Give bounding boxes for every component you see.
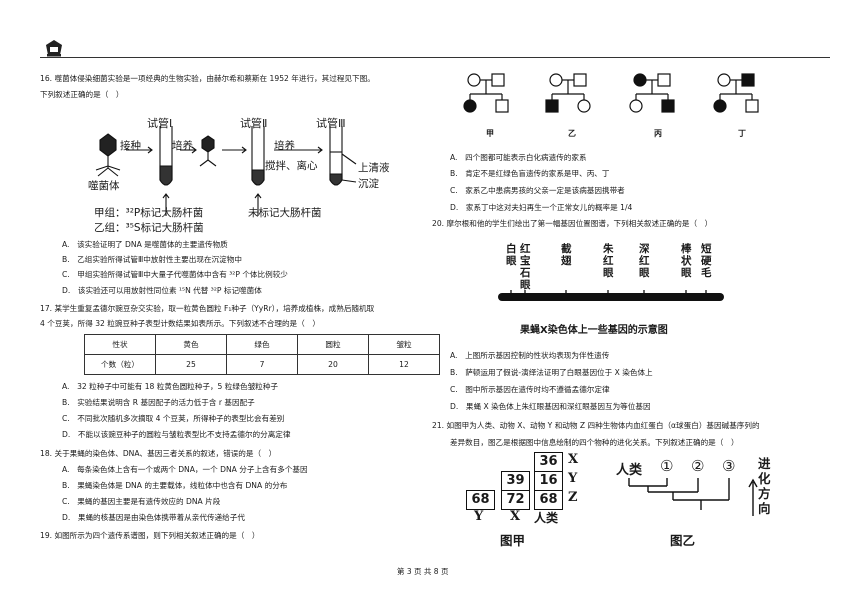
grid-col-label: Y <box>474 509 484 524</box>
step-stir-centrifuge: 搅拌、离心 <box>265 160 318 172</box>
gene-label: 白眼 <box>506 243 517 267</box>
step-culture-2: 培养 <box>274 140 295 152</box>
q18-option-c: C. 果蝇的基因主要是有遗传效应的 DNA 片段 <box>62 497 221 506</box>
table-header: 绿色 <box>226 334 298 355</box>
tree-root-label: 人类 <box>616 463 643 478</box>
q19-option-a: A. 四个图都可能表示白化病遗传的家系 <box>450 153 587 162</box>
page-number: 第 3 页 共 8 页 <box>397 567 449 576</box>
q17-option-a: A. 32 粒种子中可能有 18 粒黄色圆粒种子，5 粒绿色皱粒种子 <box>62 382 278 391</box>
tree-node: ① <box>660 457 674 475</box>
grid-cell: 39 <box>501 471 530 491</box>
trait-count-table: 性状 黄色 绿色 圆粒 皱粒 个数（粒） 25 7 20 12 <box>84 334 440 375</box>
grid-cell: 16 <box>534 471 563 491</box>
q16-option-c: C. 甲组实验所得试管Ⅲ中大量子代噬菌体中含有 ³²P 个体比例较少 <box>62 270 288 279</box>
q20-option-a: A. 上图所示基因控制的性状均表现为伴性遗传 <box>450 351 610 360</box>
grid-col-label: X <box>510 509 521 524</box>
tube-3-label: 试管Ⅲ <box>316 117 346 130</box>
step-culture-1: 培养 <box>172 140 193 152</box>
x-chromosome-bar <box>498 290 724 301</box>
tube-1-label: 试管Ⅰ <box>147 117 173 130</box>
gene-label: 截翅 <box>561 243 572 267</box>
phage-label: 噬菌体 <box>88 180 120 192</box>
gene-label: 朱红眼 <box>603 243 614 279</box>
q19-stem: 19. 如图所示为四个遗传系谱图，则下列相关叙述正确的是（ ） <box>40 531 260 540</box>
table-header: 黄色 <box>155 334 227 355</box>
q20-option-d: D. 果蝇 X 染色体上朱红眼基因和深红眼基因互为等位基因 <box>450 402 651 411</box>
q16-option-b: B. 乙组实验所得试管Ⅲ中放射性主要出现在沉淀物中 <box>62 255 242 264</box>
gene-label: 棒状眼 <box>681 243 692 279</box>
tree-node: ② <box>691 457 705 475</box>
tree-node: ③ <box>722 457 736 475</box>
q20-option-c: C. 图中所示基因在遗传时均不遵循孟德尔定律 <box>450 385 610 394</box>
grid-cell: 36 <box>534 452 563 472</box>
q16-stem-line2: 下列叙述正确的是（ ） <box>40 90 124 99</box>
unlabeled-ecoli-label: 未标记大肠杆菌 <box>248 207 322 219</box>
table-cell: 20 <box>297 354 369 375</box>
q16-option-d: D. 该实验还可以用放射性同位素 ¹⁵N 代替 ³²P 标记噬菌体 <box>62 286 262 295</box>
table-cell: 7 <box>226 354 298 375</box>
q20-stem: 20. 摩尔根和他的学生们绘出了第一幅基因位置图谱，下列相关叙述正确的是（ ） <box>432 219 713 228</box>
q18-option-a: A. 每条染色体上含有一个或两个 DNA，一个 DNA 分子上含有多个基因 <box>62 465 308 474</box>
pedigree-label: 丁 <box>738 129 746 138</box>
q21-stem-line1: 21. 如图甲为人类、动物 X、动物 Y 和动物 Z 四种生物体内血红蛋白（α球… <box>432 421 760 430</box>
gene-label: 深红眼 <box>639 243 650 279</box>
pedigree-label: 甲 <box>486 129 494 138</box>
sediment-label: 沉淀 <box>358 178 379 190</box>
gene-label: 短硬毛 <box>701 243 712 279</box>
table-header: 皱粒 <box>368 334 440 355</box>
step-inoculate: 接种 <box>120 140 141 152</box>
group-a-label: 甲组：³²P标记大肠杆菌 <box>94 207 204 219</box>
pedigree-label: 丙 <box>654 129 662 138</box>
tube-2-label: 试管Ⅱ <box>240 117 268 130</box>
grid-cell: 72 <box>501 490 530 510</box>
q17-stem-line2: 4 个豆荚，所得 32 粒豌豆种子表型计数结果如表所示。下列叙述不合理的是（ ） <box>40 319 320 328</box>
evolution-tree-lines <box>628 478 758 516</box>
q18-stem: 18. 关于果蝇的染色体、DNA、基因三者关系的叙述，错误的是（ ） <box>40 449 277 458</box>
grid-cell: 68 <box>534 490 563 510</box>
header-rule <box>40 57 830 58</box>
table-cell: 个数（粒） <box>84 354 156 375</box>
table-cell: 25 <box>155 354 227 375</box>
group-b-label: 乙组：³⁵S标记大肠杆菌 <box>94 222 204 234</box>
table-header: 性状 <box>84 334 156 355</box>
grid-row-label: X <box>568 452 579 467</box>
grid-cell: 68 <box>466 490 495 510</box>
q17-option-d: D. 不能以该豌豆种子的圆粒与皱粒表型比不支持孟德尔的分离定律 <box>62 430 291 439</box>
figure-b-caption: 图乙 <box>670 533 696 548</box>
grid-col-label: 人类 <box>534 511 559 525</box>
pedigree-label: 乙 <box>568 129 576 138</box>
grid-row-label: Z <box>568 490 578 505</box>
q17-stem-line1: 17. 某学生重复孟德尔豌豆杂交实验，取一粒黄色圆粒 F₁种子（YyRr），培养… <box>40 304 375 313</box>
phage-experiment-diagram <box>95 126 357 216</box>
q21-stem-line2: 差异数目，图乙是根据图中信息绘制的四个物种的进化关系。下列叙述正确的是（ ） <box>450 438 739 447</box>
q16-option-a: A. 该实验证明了 DNA 是噬菌体的主要遗传物质 <box>62 240 228 249</box>
q19-option-d: D. 家系丁中这对夫妇再生一个正常女儿的概率是 1/4 <box>450 203 633 212</box>
figure-a-caption: 图甲 <box>500 533 526 548</box>
q18-option-d: D. 果蝇的核基因是由染色体携带着从亲代传递给子代 <box>62 513 245 522</box>
q19-option-b: B. 肯定不是红绿色盲遗传的家系是甲、丙、丁 <box>450 169 610 178</box>
school-crest-icon <box>46 40 62 57</box>
supernatant-label: 上清液 <box>358 162 390 174</box>
table-header: 圆粒 <box>297 334 369 355</box>
table-cell: 12 <box>368 354 440 375</box>
q17-option-c: C. 不同批次随机多次摘取 4 个豆荚，所得种子的表型比会有差别 <box>62 414 285 423</box>
evolution-direction-label: 进化方向 <box>758 456 771 516</box>
pedigree-charts <box>463 73 759 113</box>
q19-option-c: C. 家系乙中患病男孩的父亲一定是该病基因携带者 <box>450 186 625 195</box>
q17-option-b: B. 实验结果说明含 R 基因配子的活力低于含 r 基因配子 <box>62 398 255 407</box>
q20-option-b: B. 萨顿运用了假说-演绎法证明了白眼基因位于 X 染色体上 <box>450 368 653 377</box>
gene-label: 红宝石眼 <box>520 243 531 291</box>
q18-option-b: B. 果蝇染色体是 DNA 的主要载体，线粒体中也含有 DNA 的分布 <box>62 481 288 490</box>
q16-stem-line1: 16. 噬菌体侵染细菌实验是一项经典的生物实验，由赫尔希和蔡斯在 1952 年进… <box>40 74 375 83</box>
chromosome-caption: 果蝇X染色体上一些基因的示意图 <box>520 325 668 336</box>
grid-row-label: Y <box>568 471 578 486</box>
